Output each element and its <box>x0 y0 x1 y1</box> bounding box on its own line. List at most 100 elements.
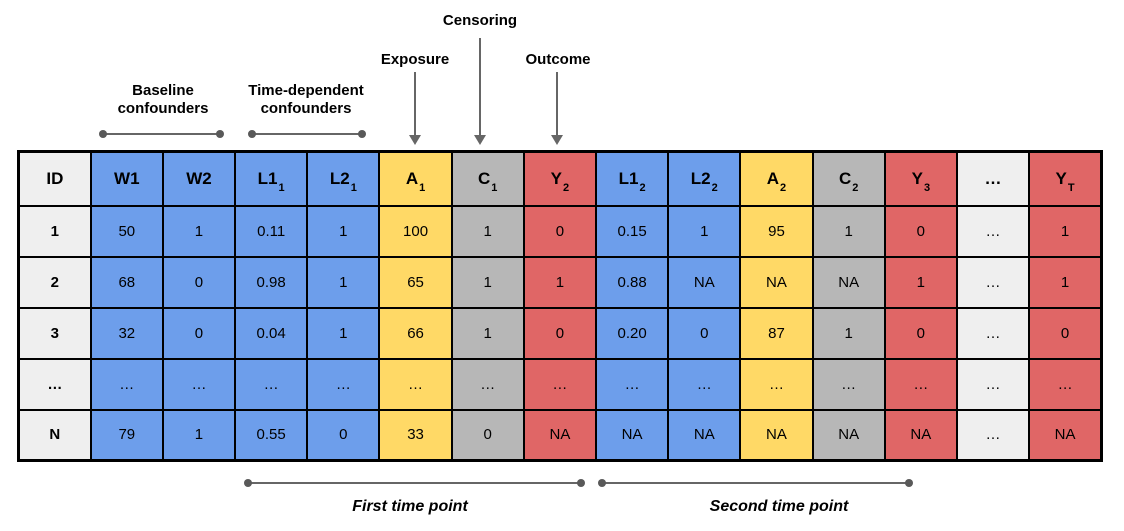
table-cell: … <box>811 357 886 411</box>
table-cell: 100 <box>378 204 453 258</box>
table-cell: 0 <box>306 408 381 462</box>
column-header-C1: C1 <box>450 150 525 207</box>
column-header-L12: L12 <box>594 150 670 207</box>
table-cell: 0 <box>161 306 237 360</box>
bracket-endpoint-dot <box>244 479 252 487</box>
bracket-endpoint-dot <box>905 479 913 487</box>
table-cell: NA <box>667 255 742 309</box>
table-cell: … <box>955 408 1031 462</box>
table-cell: 3 <box>17 306 92 360</box>
table-cell: 1 <box>1028 204 1103 258</box>
table-cell: 0 <box>522 204 598 258</box>
arrow-head-icon <box>474 135 486 145</box>
table-cell: 65 <box>378 255 453 309</box>
table-cell: 0.55 <box>234 408 309 462</box>
first-time-point-label: First time point <box>352 498 468 515</box>
table-cell: 1 <box>161 408 237 462</box>
table-cell: … <box>594 357 670 411</box>
table-cell: 2 <box>17 255 92 309</box>
table-cell: 0 <box>450 408 525 462</box>
column-header-Y3: Y3 <box>883 150 958 207</box>
table-cell: NA <box>1028 408 1103 462</box>
table-cell: 87 <box>739 306 814 360</box>
table-cell: 50 <box>89 204 164 258</box>
table-cell: … <box>739 357 814 411</box>
table-cell: 1 <box>306 255 381 309</box>
table-cell: 0.88 <box>594 255 670 309</box>
time-dependent-confounders-label: Time-dependent confounders <box>248 82 364 117</box>
exposure-label: Exposure <box>380 51 450 68</box>
table-cell: NA <box>667 408 742 462</box>
censoring-label: Censoring <box>442 12 518 29</box>
table-cell: 0.20 <box>594 306 670 360</box>
table-cell: … <box>667 357 742 411</box>
table-cell: NA <box>811 408 886 462</box>
table-cell: NA <box>522 408 598 462</box>
time-dependent-confounders-bracket <box>248 130 366 138</box>
table-cell: 1 <box>161 204 237 258</box>
censoring-arrow <box>474 38 486 145</box>
column-header-Y2: Y2 <box>522 150 598 207</box>
table-row: ……………………………………… <box>17 357 1103 411</box>
table-cell: N <box>17 408 92 462</box>
table-cell: 95 <box>739 204 814 258</box>
table-cell: NA <box>594 408 670 462</box>
table-cell: 32 <box>89 306 164 360</box>
table-cell: 0 <box>883 204 958 258</box>
table-cell: NA <box>811 255 886 309</box>
table-cell: 0 <box>522 306 598 360</box>
outcome-label: Outcome <box>525 51 591 68</box>
exposure-arrow <box>409 72 421 145</box>
bracket-endpoint-dot <box>577 479 585 487</box>
table-cell: 0.15 <box>594 204 670 258</box>
table-cell: … <box>450 357 525 411</box>
bracket-endpoint-dot <box>216 130 224 138</box>
column-header-W2: W2 <box>161 150 237 207</box>
outcome-arrow <box>551 72 563 145</box>
table-cell: … <box>378 357 453 411</box>
table-cell: 0 <box>667 306 742 360</box>
bracket-endpoint-dot <box>99 130 107 138</box>
column-header-ID: ID <box>17 150 92 207</box>
table-cell: 1 <box>811 204 886 258</box>
column-header-L11: L11 <box>234 150 309 207</box>
column-header-YT: YT <box>1028 150 1103 207</box>
column-header-C2: C2 <box>811 150 886 207</box>
table-cell: … <box>161 357 237 411</box>
table-cell: … <box>306 357 381 411</box>
table-cell: … <box>1028 357 1103 411</box>
column-header-W1: W1 <box>89 150 164 207</box>
baseline-confounders-bracket <box>99 130 224 138</box>
table-cell: 1 <box>450 204 525 258</box>
table-cell: NA <box>739 255 814 309</box>
table-cell: 1 <box>522 255 598 309</box>
table-cell: 1 <box>1028 255 1103 309</box>
column-header-A2: A2 <box>739 150 814 207</box>
table-cell: 0 <box>1028 306 1103 360</box>
table-cell: … <box>955 357 1031 411</box>
table-cell: 0.98 <box>234 255 309 309</box>
arrow-head-icon <box>409 135 421 145</box>
table-cell: 1 <box>667 204 742 258</box>
arrow-head-icon <box>551 135 563 145</box>
table-cell: 1 <box>811 306 886 360</box>
table-cell: 1 <box>17 204 92 258</box>
first-time-point-bracket <box>244 479 585 487</box>
table-cell: … <box>89 357 164 411</box>
table-cell: … <box>955 204 1031 258</box>
table-cell: … <box>955 306 1031 360</box>
table-cell: 1 <box>306 204 381 258</box>
table-cell: 33 <box>378 408 453 462</box>
table-cell: 1 <box>450 306 525 360</box>
bracket-endpoint-dot <box>248 130 256 138</box>
table-cell: … <box>17 357 92 411</box>
table-cell: NA <box>883 408 958 462</box>
table-cell: NA <box>739 408 814 462</box>
table-cell: 79 <box>89 408 164 462</box>
